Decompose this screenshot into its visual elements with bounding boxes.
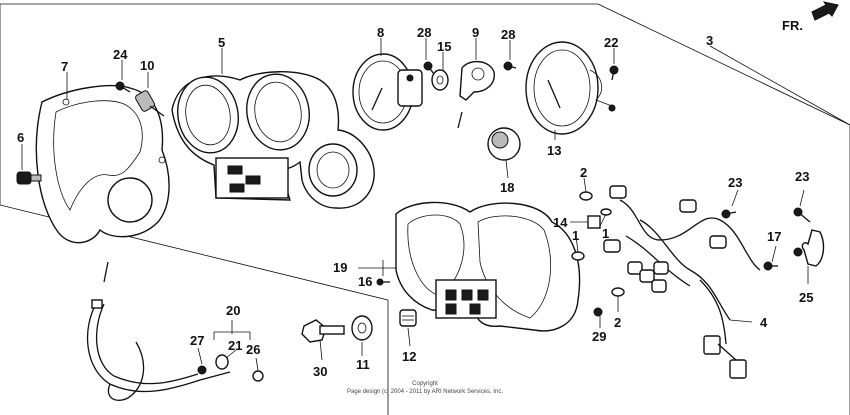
large-gauge [525,41,616,135]
bolt [301,319,345,343]
copyright-line-1: Copyright [412,381,438,387]
screw [763,261,778,271]
leader-lines [21,38,850,371]
washer [215,354,229,370]
callout-16: 16 [358,274,372,289]
screw [609,65,619,81]
gasket-plate [35,85,170,244]
callout-29: 29 [592,329,606,344]
callout-23-left: 23 [728,175,742,190]
mounting-bracket [793,229,825,267]
callout-2-upper: 2 [580,165,587,180]
callout-28-right: 28 [501,27,515,42]
meter-case [171,71,375,209]
callout-17: 17 [767,229,781,244]
callout-1-left: 1 [572,228,579,243]
callout-7: 7 [61,59,68,74]
callout-19: 19 [333,260,347,275]
callout-25: 25 [799,290,813,305]
callout-14: 14 [553,215,568,230]
callout-labels: 24 10 7 6 5 8 28 15 9 28 22 3 13 18 2 14… [17,25,813,379]
screw [503,61,517,71]
callout-28-left: 28 [417,25,431,40]
front-direction-arrow: FR. [782,1,839,33]
assembly-frame [0,3,850,415]
wire-harness [603,185,761,379]
callout-22: 22 [604,35,618,50]
callout-10: 10 [140,58,154,73]
screw [197,365,207,375]
callout-30: 30 [313,364,327,379]
copyright-line-2: Page design (c) 2004 - 2011 by ARI Netwo… [347,389,503,395]
screw [793,207,811,223]
callout-3: 3 [706,33,713,48]
callout-13: 13 [547,143,561,158]
callout-4: 4 [760,315,768,330]
screw [376,278,390,286]
callout-12: 12 [402,349,416,364]
bulb [399,309,417,327]
callout-2-lower: 2 [614,315,621,330]
meter-housing [395,201,581,332]
speedo-drive-gear [135,90,165,117]
copyright-notice: Copyright Page design (c) 2004 - 2011 by… [347,381,503,395]
callout-6: 6 [17,130,24,145]
grommet [16,171,42,185]
washer [600,208,612,216]
washer [611,287,625,297]
screw [593,307,603,317]
screw [423,61,435,75]
callout-18: 18 [500,180,514,195]
callout-21: 21 [228,338,242,353]
callout-15: 15 [437,39,451,54]
washer [431,69,449,91]
screw [721,209,737,219]
callout-24: 24 [113,47,128,62]
small-gauge [352,53,423,131]
front-direction-label: FR. [782,18,803,33]
washer [579,191,593,201]
callout-23-right: 23 [795,169,809,184]
collar [351,315,373,341]
callout-27: 27 [190,333,204,348]
callout-11: 11 [356,357,370,372]
callout-26: 26 [246,342,260,357]
screw [115,81,131,93]
clip [252,370,264,382]
speedometer-cable [86,261,231,401]
switch-relay [587,215,601,229]
indicator-housing [457,61,495,129]
callout-20: 20 [226,303,240,318]
callout-5: 5 [218,35,225,50]
callout-9: 9 [472,25,479,40]
callout-8: 8 [377,25,384,40]
bulb-socket [487,127,521,161]
callout-1-right: 1 [602,226,609,241]
washer [571,251,585,261]
